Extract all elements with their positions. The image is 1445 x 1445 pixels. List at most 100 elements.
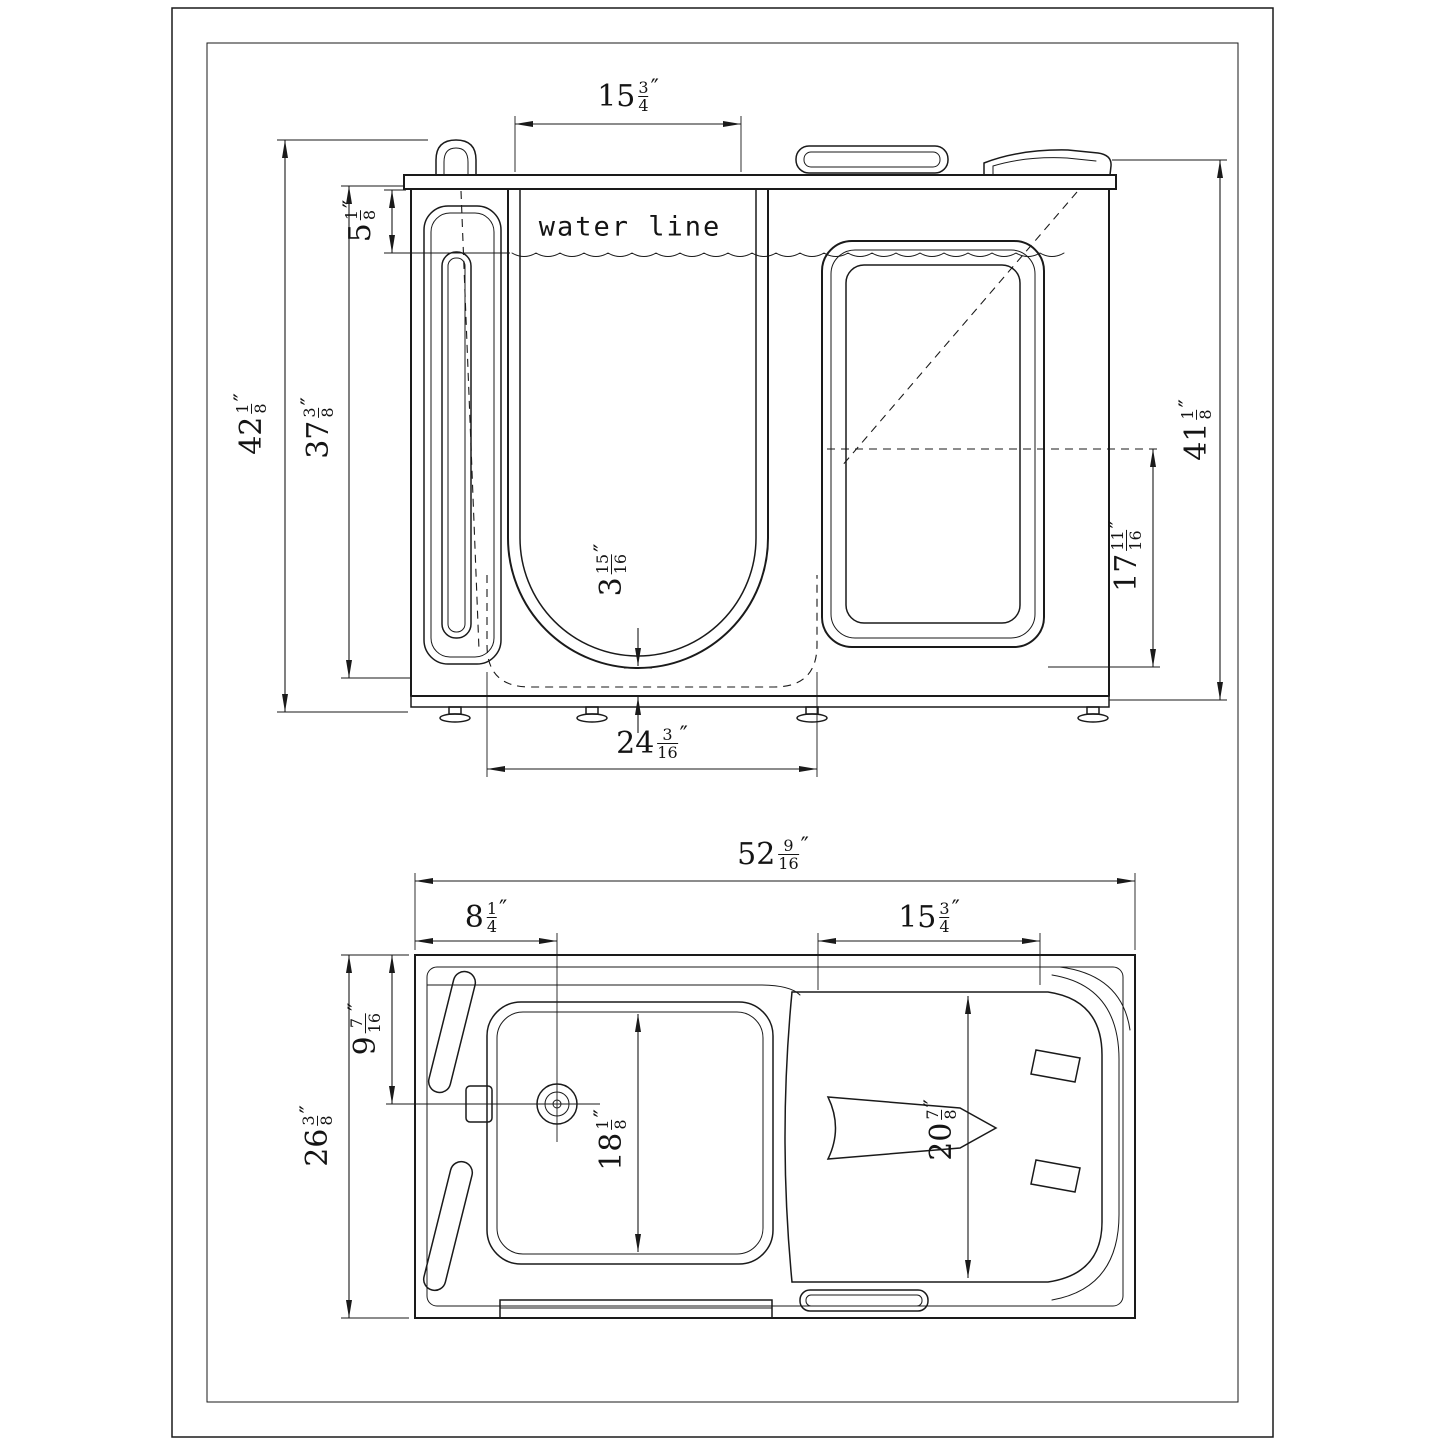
door-window-mid	[830, 249, 1036, 639]
dim-value: 42	[234, 416, 269, 455]
dim-value: 20	[924, 1122, 959, 1161]
inch-mark: ″	[1176, 399, 1201, 408]
inch-mark: ″	[591, 543, 616, 552]
dim-value: 17	[1109, 553, 1144, 592]
inch-mark: ″	[800, 834, 809, 859]
inch-mark: ″	[231, 393, 256, 402]
dim-value: 5	[343, 223, 378, 243]
left-door-panel-inner	[430, 212, 495, 658]
drain-assembly	[386, 1066, 600, 1142]
dim-value: 9	[348, 1036, 383, 1056]
dim-value: 37	[301, 420, 336, 459]
inch-mark: ″	[951, 897, 960, 922]
inch-mark: ″	[591, 1109, 616, 1118]
inch-mark: ″	[499, 897, 508, 922]
backrest-band	[1051, 974, 1120, 1301]
plan-view	[386, 954, 1136, 1319]
sheet-frame-inner	[206, 42, 1239, 1403]
plan-grab-bar-upper	[427, 970, 477, 1094]
dim-value: 3	[594, 577, 629, 597]
deck-ledge	[426, 984, 801, 996]
seat-pommel	[826, 1096, 998, 1160]
inch-mark: ″	[298, 397, 323, 406]
water-line-label: water line	[538, 211, 722, 243]
elevation-dimension-lines	[277, 116, 1227, 777]
dim-value: 15	[898, 900, 937, 935]
elevation-view	[403, 139, 1160, 723]
left-grab-bar-inner	[447, 257, 466, 633]
inch-mark: ″	[921, 1099, 946, 1108]
seat-outline	[791, 991, 1103, 1283]
seat-front-edge	[784, 991, 793, 1283]
dim-value: 26	[300, 1128, 335, 1167]
door-threshold	[499, 1299, 773, 1319]
dim-value: 8	[464, 900, 484, 935]
dim-value: 18	[594, 1132, 629, 1171]
inch-mark: ″	[297, 1105, 322, 1114]
jet-upper	[1030, 1049, 1081, 1083]
water-line-wave	[511, 252, 1065, 257]
dim-value: 24	[616, 726, 655, 761]
inch-mark: ″	[340, 199, 365, 208]
top-grab-handle	[795, 145, 949, 174]
door-opening-outer	[507, 188, 769, 669]
tub-body	[410, 188, 1110, 697]
plan-grab-bar-lower	[422, 1160, 474, 1292]
plan-outline	[414, 954, 1136, 1319]
dim-value: 52	[737, 837, 776, 872]
jet-lower	[1030, 1159, 1081, 1193]
sheet-frame	[171, 7, 1274, 1438]
footwell-outer	[486, 1001, 774, 1265]
bottom-handle-inner	[805, 1294, 923, 1307]
plan-dimension-lines	[341, 873, 1136, 1319]
left-grab-bar	[441, 251, 472, 639]
hidden-edges	[460, 190, 1160, 688]
inch-mark: ″	[1106, 520, 1131, 529]
bottom-handle	[799, 1289, 929, 1312]
inch-mark: ″	[679, 723, 688, 748]
spout	[983, 149, 1112, 176]
left-door-panel	[423, 205, 502, 665]
footwell-inner	[496, 1011, 764, 1255]
tub-base	[410, 695, 1110, 708]
inch-mark: ″	[650, 76, 659, 101]
dim-value: 15	[597, 79, 636, 114]
plan-inner-rim	[426, 966, 1124, 1307]
sheet-frame-outer	[171, 7, 1274, 1438]
dim-value: 41	[1179, 422, 1214, 461]
door-opening-inner	[519, 188, 757, 657]
door-window-outer	[821, 240, 1045, 648]
deck-corner-curve	[1059, 966, 1131, 1031]
faucet-handle	[435, 139, 477, 176]
